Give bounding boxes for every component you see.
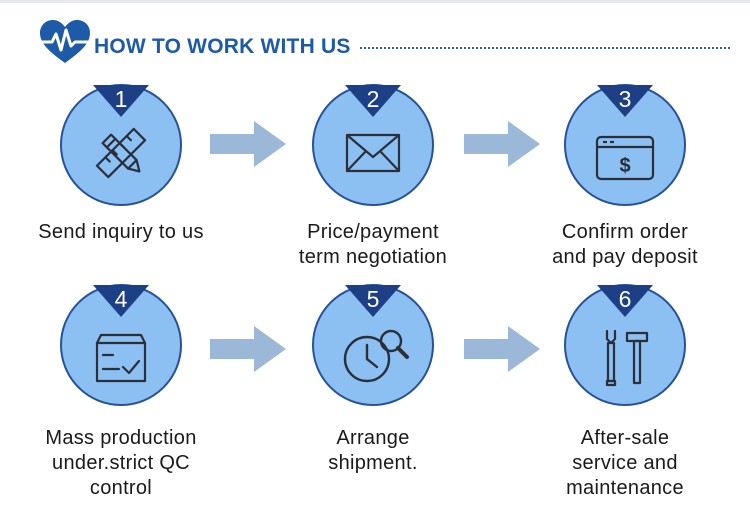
step-label: Send inquiry to us — [38, 221, 204, 243]
step-label: After-sale service and maintenance — [566, 427, 684, 499]
step-3: 3 $ Confirm order and pay deposit — [525, 83, 725, 313]
dotted-divider — [360, 47, 730, 49]
box-check-icon — [95, 333, 147, 383]
step-label: Price/payment term negotiation — [298, 221, 448, 268]
step-circle: 2 — [312, 84, 434, 206]
step-number: 5 — [367, 286, 380, 312]
right-arrow-icon — [210, 121, 286, 167]
envelope-icon — [345, 133, 401, 173]
step-1: 1 Send inquiry to us — [21, 83, 221, 313]
step-circle: 5 — [312, 284, 434, 406]
clock-magnifier-icon — [343, 329, 409, 383]
wrench-hammer-icon — [605, 329, 649, 387]
step-label: Arrange shipment. — [328, 427, 418, 474]
step-4: 4 Mass production under.strict QC contro… — [21, 283, 221, 513]
right-arrow-icon — [210, 326, 286, 372]
step-number: 6 — [619, 286, 632, 312]
step-number: 2 — [367, 86, 380, 112]
step-5: 5 Arrange shipment. — [273, 283, 473, 513]
step-circle: 6 — [564, 284, 686, 406]
step-number: 1 — [115, 86, 128, 112]
step-number: 4 — [115, 286, 128, 312]
right-arrow-icon — [464, 326, 540, 372]
step-circle: 3 $ — [564, 84, 686, 206]
pencil-ruler-icon — [95, 127, 147, 179]
step-2: 2 Price/payment term negotiation — [273, 83, 473, 313]
step-6: 6 After-sale service and maintenance — [525, 283, 725, 513]
top-border — [0, 0, 750, 3]
step-number: 3 — [619, 86, 632, 112]
page-title: HOW TO WORK WITH US — [94, 35, 351, 58]
svg-text:$: $ — [619, 155, 630, 177]
step-circle: 4 — [60, 284, 182, 406]
payment-window-icon: $ — [595, 135, 655, 181]
right-arrow-icon — [464, 121, 540, 167]
step-label: Mass production under.strict QC control — [45, 427, 197, 499]
step-circle: 1 — [60, 84, 182, 206]
section-header: HOW TO WORK WITH US — [38, 20, 738, 66]
heart-pulse-icon — [38, 20, 92, 63]
step-label: Confirm order and pay deposit — [552, 221, 698, 268]
